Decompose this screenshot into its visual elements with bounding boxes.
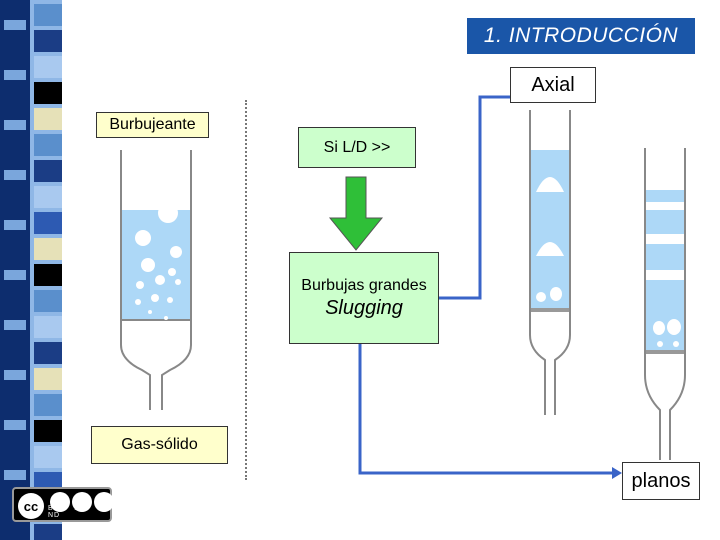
tag-by: BY [48,505,60,512]
label-planos: planos [622,462,700,500]
burbujas-line1: Burbujas grandes [301,277,427,294]
label-burbujeante: Burbujeante [96,112,209,138]
page-title: 1. INTRODUCCIÓN [467,18,695,54]
label-gas-solido: Gas-sólido [91,426,228,464]
label-burbujas-grandes: Burbujas grandes Slugging [289,252,439,344]
bubbling-bed-column [120,150,192,410]
noncommercial-icon [72,492,92,512]
noderivatives-icon [94,492,114,512]
label-axial: Axial [510,67,596,103]
creative-commons-badge: cc BY NC ND [12,487,114,522]
cc-logo-icon: cc [18,493,44,519]
label-si-ld: Si L/D >> [298,127,416,168]
connector-to-planos [358,343,612,475]
tag-nd: ND [48,512,61,519]
flat-slugging-column [644,148,686,460]
dotted-separator [245,100,247,480]
green-down-arrow [328,176,384,251]
tag-nc: NC [74,505,87,512]
attribution-icon [50,492,70,512]
burbujas-line2: Slugging [325,297,403,319]
connector-to-axial [437,95,510,300]
axial-slugging-column [529,110,571,415]
